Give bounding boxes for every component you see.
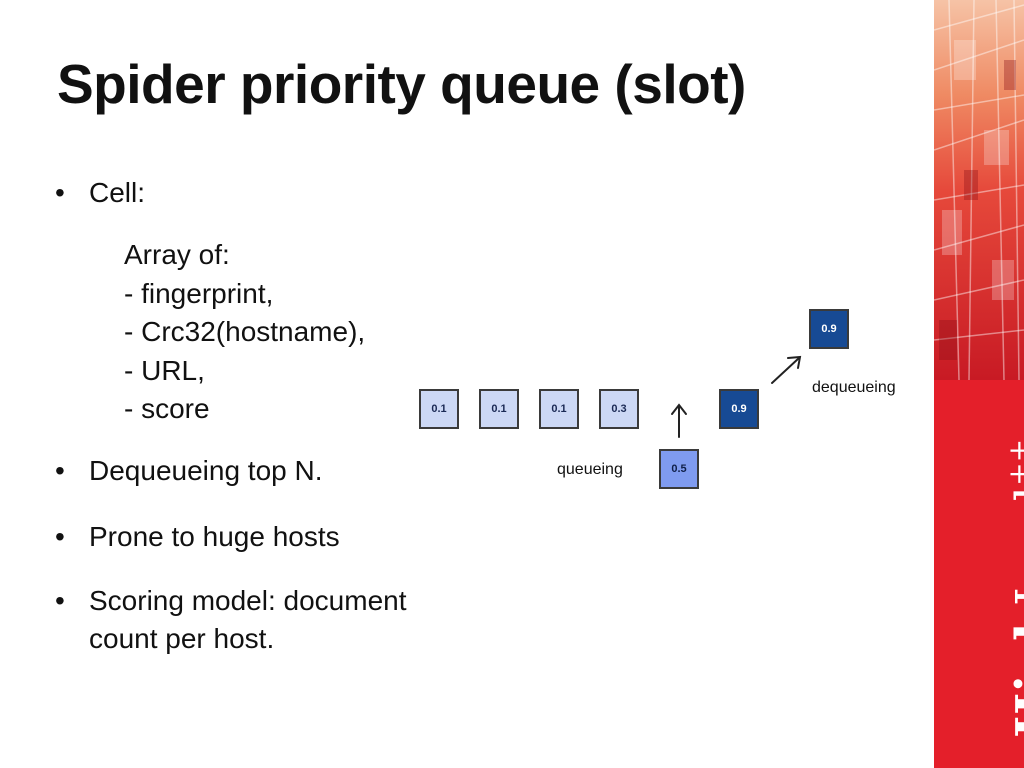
brand-logo: HighLoad++ xyxy=(1002,439,1024,738)
dequeueing-arrowhead xyxy=(787,355,802,369)
bullet-text: Cell: xyxy=(89,177,146,208)
bullet-text: Scoring model: document xyxy=(89,585,407,616)
incoming-cell: 0.5 xyxy=(659,449,699,489)
dequeued-cell: 0.9 xyxy=(719,389,759,429)
dequeueing-arrow xyxy=(771,357,800,384)
queue-cell: 0.1 xyxy=(419,389,459,429)
queue-cell: 0.1 xyxy=(539,389,579,429)
bullet-marker: • xyxy=(55,521,65,552)
cell-details-list: Array of: - fingerprint, - Crc32(hostnam… xyxy=(124,236,365,429)
bullet-marker: • xyxy=(55,177,65,208)
queueing-arrowhead xyxy=(671,403,687,415)
queue-cell: 0.3 xyxy=(599,389,639,429)
cell-detail-line: - score xyxy=(124,393,210,424)
dequeueing-label: dequeueing xyxy=(812,379,896,396)
bullet-text-continued: count per host. xyxy=(89,623,275,654)
bullet-marker: • xyxy=(55,455,65,486)
bullet-text: Prone to huge hosts xyxy=(89,521,340,552)
top-cell: 0.9 xyxy=(809,309,849,349)
decorative-sidebar xyxy=(934,0,1024,768)
brand-name-light: Load xyxy=(1006,485,1024,606)
slide-title: Spider priority queue (slot) xyxy=(57,53,746,115)
cell-detail-line: - fingerprint, xyxy=(124,277,274,309)
bullet-text: Dequeueing top N. xyxy=(89,455,323,486)
decorative-pattern xyxy=(934,0,1024,381)
queue-cell: 0.1 xyxy=(479,389,519,429)
brand-suffix: ++ xyxy=(1002,438,1024,486)
cell-detail-line: - Crc32(hostname), xyxy=(124,316,366,347)
brand-panel xyxy=(934,380,1024,768)
queueing-label: queueing xyxy=(557,461,623,478)
bullet-marker: • xyxy=(55,585,65,616)
cell-detail-line: - URL, xyxy=(124,354,205,386)
brand-name-bold: High xyxy=(1006,605,1024,738)
cell-detail-line: Array of: xyxy=(124,239,230,270)
